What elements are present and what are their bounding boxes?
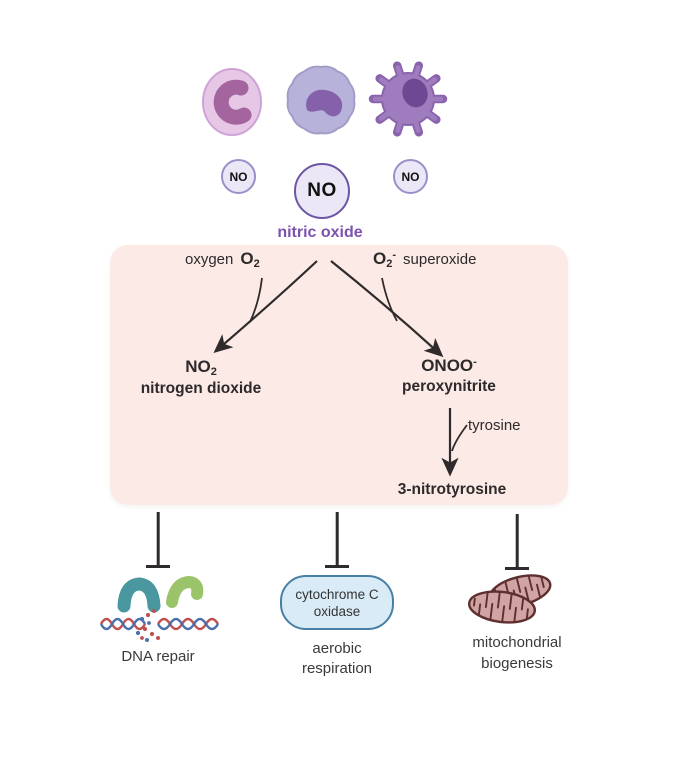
t-bar-cap — [146, 565, 170, 568]
nitrotyrosine-label: 3-nitrotyrosine — [397, 481, 507, 498]
no2-formula: NO2 — [185, 357, 217, 378]
damaged-dna-icon — [99, 575, 220, 642]
cell-nucleus — [213, 79, 252, 125]
nitrogen-dioxide-product: NO2 nitrogen dioxide — [126, 357, 276, 398]
tyrosine-feeder-curve — [451, 424, 468, 452]
peroxynitrite-product: ONOO- peroxynitrite — [374, 356, 524, 396]
no-label: NO — [401, 169, 420, 184]
dna-damage-dots — [135, 609, 160, 642]
dna-strand-blue — [156, 617, 220, 631]
cell-spikes — [372, 65, 444, 133]
cell-nucleus — [306, 89, 343, 117]
cell-body — [202, 68, 262, 136]
dendritic-cell-icon — [368, 61, 448, 137]
oxygen-word: oxygen — [185, 251, 234, 268]
cytochrome-oxidase-box: cytochrome C oxidase — [280, 575, 394, 630]
onoo-name: peroxynitrite — [402, 378, 496, 395]
oxygen-formula: O2 — [240, 249, 260, 270]
superoxide-formula: O2- — [373, 249, 397, 270]
no-label: NO — [307, 180, 337, 201]
dna-strand-red — [156, 617, 220, 631]
green-protein-icon — [166, 575, 204, 608]
oxygen-feeder-curve — [249, 277, 263, 323]
arrow-no-to-onoo — [330, 260, 444, 358]
mitochondria-icon — [467, 574, 552, 624]
oxygen-reactant: oxygen O2 — [185, 249, 260, 270]
cytochrome-line1: cytochrome C — [295, 586, 379, 602]
no-molecule-large: NO — [294, 163, 350, 219]
inhibition-bar-dna — [146, 512, 170, 568]
tyrosine-label: tyrosine — [468, 417, 521, 434]
no-label: NO — [229, 169, 248, 184]
dna-strand-blue — [99, 617, 147, 631]
teal-protein-icon — [117, 577, 161, 613]
no-molecule-small-left: NO — [221, 159, 256, 194]
macrophage-cell-icon — [286, 65, 356, 135]
monocyte-cell-icon — [202, 68, 262, 136]
t-bar-stem — [515, 514, 519, 567]
t-bar-cap — [325, 565, 349, 568]
onoo-formula: ONOO- — [421, 356, 477, 375]
inhibition-bar-respiration — [325, 512, 349, 568]
t-bar-cap — [505, 567, 529, 570]
superoxide-feeder-curve — [381, 277, 398, 322]
superoxide-reactant: O2- superoxide — [373, 249, 476, 270]
reaction-box — [110, 245, 568, 505]
inhibition-bar-mitochondria — [505, 514, 529, 570]
reaction-arrows — [213, 260, 468, 477]
nitric-oxide-label: nitric oxide — [277, 224, 363, 241]
no-molecule-small-right: NO — [393, 159, 428, 194]
cytochrome-line2: oxidase — [313, 603, 361, 619]
mitochondrion-front — [467, 590, 537, 624]
dna-repair-label: DNA repair — [121, 648, 195, 665]
mitochondrial-biogenesis-label: mitochondrial biogenesis — [472, 634, 562, 672]
arrow-no-to-no2 — [213, 260, 318, 354]
superoxide-word: superoxide — [403, 251, 477, 268]
cell-nucleus — [402, 78, 428, 108]
cristae-lines — [473, 591, 529, 623]
no2-name: nitrogen dioxide — [140, 380, 262, 397]
t-bar-stem — [156, 512, 160, 565]
aerobic-respiration-label: aerobic respiration — [301, 640, 373, 677]
t-bar-stem — [335, 512, 339, 565]
